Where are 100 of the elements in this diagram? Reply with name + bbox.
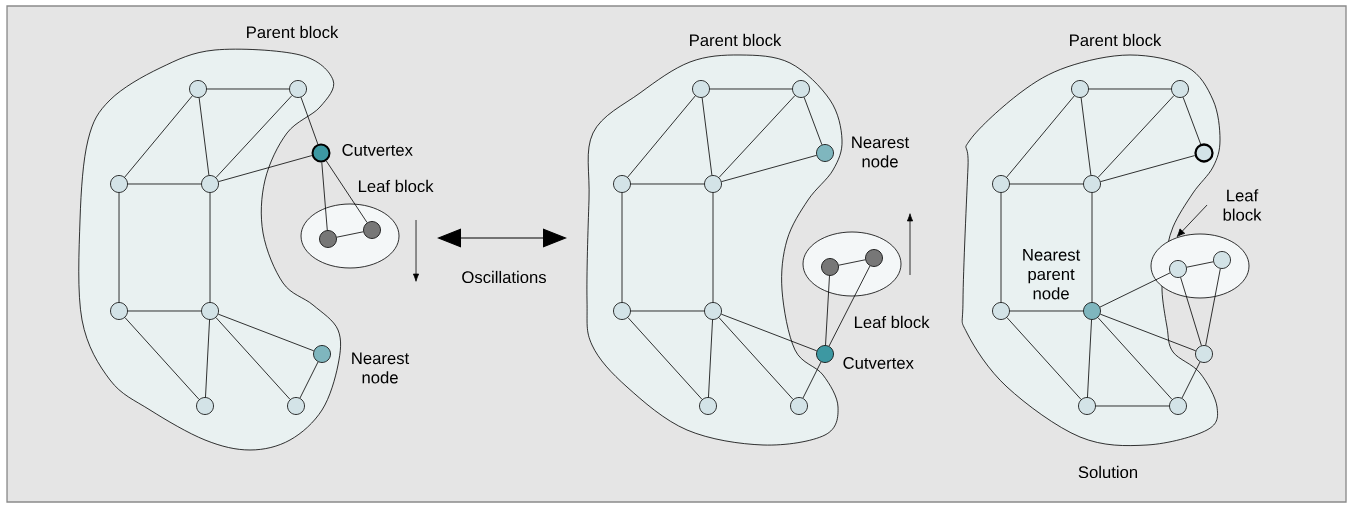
graph-edge xyxy=(321,162,328,231)
vertex-circle xyxy=(1194,143,1214,163)
node-label: Parent block xyxy=(247,25,339,39)
graph-edge xyxy=(1006,317,1082,400)
graph-edge xyxy=(627,95,696,178)
graph-edge xyxy=(1182,96,1201,145)
graph-edge xyxy=(1009,310,1084,312)
vertex-circle xyxy=(110,302,128,320)
leader-line xyxy=(1176,204,1208,237)
graph-edge xyxy=(1095,405,1170,407)
vertex-circle xyxy=(1078,397,1096,415)
graph-edge xyxy=(1080,97,1092,176)
graph-edge xyxy=(1088,88,1172,90)
graph-edge xyxy=(1097,95,1175,178)
graph-edge xyxy=(124,95,193,178)
vertex-circle xyxy=(699,397,717,415)
arrow-label: Oscillations xyxy=(462,270,546,284)
vertex-circle xyxy=(1169,397,1187,415)
graph-edge xyxy=(1100,155,1196,182)
vertex-circle xyxy=(704,302,722,320)
graph-edge xyxy=(828,265,871,347)
graph-edge xyxy=(206,88,290,90)
node-label: Parent block xyxy=(1070,33,1162,47)
graph-edge xyxy=(720,313,818,352)
vertex-circle xyxy=(1213,251,1231,269)
graph-edge xyxy=(718,95,796,178)
graph-edge xyxy=(718,317,794,400)
vertex-circle xyxy=(1169,260,1187,278)
graph-edge xyxy=(1087,319,1092,398)
vertex-circle xyxy=(1171,80,1189,98)
node-label: Parent block xyxy=(690,33,782,47)
vertex-circle xyxy=(201,175,219,193)
vertex-circle xyxy=(201,302,219,320)
graph-edge xyxy=(209,192,211,303)
vertex-circle xyxy=(613,175,631,193)
vertex-circle xyxy=(992,175,1010,193)
graph-edge xyxy=(1099,313,1197,352)
vertex-circle xyxy=(792,80,810,98)
vertex-circle xyxy=(821,258,839,276)
vertex-circle xyxy=(289,80,307,98)
node-label: Cutvertex xyxy=(342,144,413,156)
graph-edge xyxy=(721,154,817,182)
vertex-circle xyxy=(1083,175,1101,193)
graph-edge xyxy=(336,231,364,238)
graph-edge xyxy=(630,310,705,312)
graph-edge xyxy=(712,192,714,303)
vertex-circle xyxy=(790,397,808,415)
vertex-circle xyxy=(1071,80,1089,98)
graph-edge xyxy=(1181,361,1201,399)
vertex-circle xyxy=(613,302,631,320)
graph-edge xyxy=(325,160,368,223)
graph-edge xyxy=(803,96,823,146)
caption-text: Solution xyxy=(1078,465,1137,479)
graph-edge xyxy=(300,96,319,145)
node-label: Cutvertex xyxy=(843,357,914,369)
node-label: Nearest node xyxy=(852,136,910,168)
node-label: Nearest node xyxy=(352,352,410,384)
vertex-circle xyxy=(363,221,381,239)
vertex-circle xyxy=(704,175,722,193)
graph-edge xyxy=(215,95,293,178)
vertex-circle xyxy=(110,175,128,193)
graph-edge xyxy=(1006,95,1075,178)
graph-edge xyxy=(825,275,830,346)
graph-edge xyxy=(708,319,713,398)
vertex-circle xyxy=(992,302,1010,320)
vertex-circle xyxy=(319,230,337,248)
graph-edge xyxy=(709,88,793,90)
graph-edge xyxy=(621,192,623,303)
graph-edge xyxy=(1009,183,1084,185)
vertex-circle xyxy=(1195,345,1213,363)
graph-edge xyxy=(630,183,705,185)
vertex-circle xyxy=(692,80,710,98)
node-label: Leaf block xyxy=(854,315,930,329)
graph-edge xyxy=(627,317,703,400)
leaf-block-label: Leaf block xyxy=(1223,189,1262,221)
graph-edge xyxy=(124,317,200,400)
graph-edge xyxy=(118,192,120,303)
graph-edge xyxy=(127,310,202,312)
graph-edge xyxy=(701,97,713,176)
graph-edge xyxy=(1180,277,1202,346)
graph-edge xyxy=(215,317,291,400)
node-label: Nearest parent node xyxy=(1023,249,1081,300)
graph-edge xyxy=(1205,268,1221,346)
graph-edge xyxy=(1000,192,1002,303)
graph-edge xyxy=(802,361,822,399)
graph-edge xyxy=(1186,261,1214,268)
node-label: Leaf block xyxy=(358,179,434,193)
graph-edge xyxy=(205,319,210,398)
graph-edge xyxy=(838,259,866,266)
graph-edge xyxy=(299,361,319,399)
vertex-circle xyxy=(287,397,305,415)
graph-edge xyxy=(127,183,202,185)
vertex-circle xyxy=(189,80,207,98)
graph-edge xyxy=(218,155,313,182)
graph-edge xyxy=(217,313,315,352)
vertex-circle xyxy=(865,249,883,267)
graph-edge xyxy=(1091,192,1093,303)
graph-edge xyxy=(1099,272,1171,308)
graph-edge xyxy=(1097,317,1173,400)
vertex-circle xyxy=(196,397,214,415)
